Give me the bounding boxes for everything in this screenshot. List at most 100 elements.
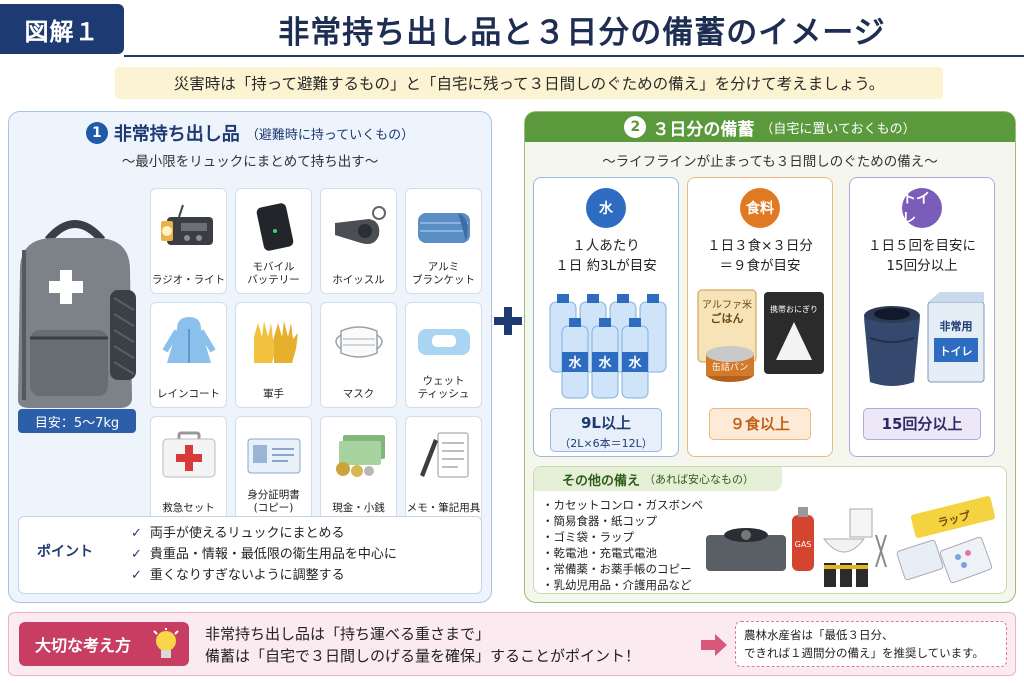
key-idea-bar: 大切な考え方 非常持ち出し品は「持ち運べる重さまで」 備蓄は「自宅で３日間しのげ…: [8, 612, 1016, 676]
government-recommendation-note: 農林水産省は「最低３日分、 できれば１週間分の備え」を推奨しています。: [735, 621, 1007, 667]
id-card-icon: [247, 438, 301, 474]
item-label: 救急セット: [162, 502, 215, 514]
panel-three-day-stock-header: 2 ３日分の備蓄 （自宅に置いておくもの）: [525, 112, 1015, 142]
item-label: 現金・小銭: [332, 502, 385, 514]
can-label: 缶詰パン: [712, 361, 748, 373]
other-supply-item: カセットコンロ・ガスボンベ: [542, 497, 704, 513]
key-idea-line: 非常持ち出し品は「持ち運べる重さまで」: [205, 625, 491, 643]
wet-tissue-icon: [418, 329, 470, 355]
other-supplies-box: その他の備え （あれば安心なもの） カセットコンロ・ガスボンベ 簡易食器・紙コッ…: [533, 466, 1007, 594]
bottle-label: 水: [568, 355, 582, 371]
gas-stove-icon: [706, 528, 786, 571]
pack-label: ごはん: [711, 311, 744, 325]
page-title: 非常持ち出し品と３日分の備蓄のイメージ: [278, 14, 886, 51]
radio-light-icon: [161, 204, 213, 245]
item-memo-pen: メモ・筆記用具: [405, 416, 482, 522]
item-radio-light: ラジオ・ライト: [150, 188, 227, 294]
gas-canister-icon: GAS: [792, 507, 814, 571]
raincoat-icon: [162, 317, 216, 363]
section-title: 非常持ち出し品: [113, 124, 240, 145]
other-supply-item: 常備薬・お薬手帳のコピー: [542, 561, 703, 577]
water-amount-value: 9L以上: [581, 414, 631, 432]
toilet-amount: 15回分以上: [863, 408, 981, 440]
points-label: ポイント: [37, 544, 93, 560]
item-raincoat: レインコート: [150, 302, 227, 408]
item-wet-tissue: ウェット ティッシュ: [405, 302, 482, 408]
blanket-icon: [418, 213, 470, 243]
pack-label: アルファ米: [702, 298, 752, 311]
other-supplies-title: その他の備え （あれば安心なもの）: [534, 467, 782, 491]
battery-icon: [256, 203, 294, 251]
key-idea-line: 備蓄は「自宅で３日間しのげる量を確保」することがポイント！: [205, 647, 641, 665]
water-badge: 水: [586, 188, 626, 228]
key-idea-label: 大切な考え方: [19, 622, 189, 666]
section-tagline: ～ライフラインが止まっても３日間しのぐための備え～: [602, 154, 938, 170]
panel-emergency-kit-header: 1 非常持ち出し品 （避難時に持っていくもの） ～最小限をリュックにまとめて持ち…: [9, 112, 491, 180]
food-badge: 食料: [740, 188, 780, 228]
medicine-icon: [896, 536, 993, 584]
weight-guide-badge: 目安：5～7kg: [18, 409, 136, 433]
bottle-label: 水: [598, 355, 612, 371]
item-label: 軍手: [263, 388, 284, 400]
key-idea-text: 非常持ち出し品は「持ち運べる重さまで」 備蓄は「自宅で３日間しのげる量を確保」す…: [205, 623, 640, 667]
water-bottles-icon: 水 水 水: [549, 294, 667, 399]
box-label: 非常用: [940, 319, 973, 333]
toilet-badge: トイレ: [902, 188, 942, 228]
whistle-icon: [335, 206, 386, 244]
section-tagline: ～最小限をリュックにまとめて持ち出す～: [121, 154, 379, 170]
tableware-icon: [822, 508, 887, 568]
point-item: 両手が使えるリュックにまとめる: [131, 523, 397, 544]
food-card: 食料 １日３食×３日分 ＝９食が目安 アルファ米 ごはん 携帯おにぎり 缶詰パン…: [687, 177, 833, 457]
item-label: メモ・筆記用具: [406, 502, 481, 514]
first-aid-icon: [162, 431, 216, 478]
item-label: ホイッスル: [332, 274, 385, 286]
item-cash: 現金・小銭: [320, 416, 397, 522]
item-mask: マスク: [320, 302, 397, 408]
point-item: 重くなりすぎないように調整する: [131, 565, 397, 586]
item-first-aid: 救急セット: [150, 416, 227, 522]
water-description: １人あたり １日 約3Lが目安: [555, 238, 657, 274]
section-title-note: （避難時に持っていくもの）: [245, 127, 415, 143]
water-amount-note: （2L×6本＝12L）: [559, 437, 653, 450]
item-alumi-blanket: アルミ ブランケット: [405, 188, 482, 294]
point-item: 貴重品・情報・最低限の衛生用品を中心に: [131, 544, 397, 565]
box-label: トイレ: [940, 345, 973, 358]
toilet-card: トイレ １日５回を目安に 15回分以上 非常用 トイレ 15回分以上: [849, 177, 995, 457]
cash-icon: [336, 435, 385, 477]
section-number-badge: 2: [624, 116, 647, 138]
item-label: ラジオ・ライト: [151, 274, 226, 286]
backpack-icon: [18, 220, 136, 408]
item-label: ウェット ティッシュ: [417, 375, 470, 400]
item-label: アルミ ブランケット: [412, 261, 475, 286]
food-amount: ９食以上: [709, 408, 811, 440]
light-bulb-icon: [153, 628, 179, 658]
key-idea-label-text: 大切な考え方: [35, 636, 132, 655]
memo-pen-icon: [420, 432, 469, 478]
other-supplies-title-note: （あれば安心なもの）: [644, 473, 755, 486]
water-amount: 9L以上 （2L×6本＝12L）: [550, 408, 662, 452]
other-supply-item: 簡易食器・紙コップ: [542, 513, 703, 529]
item-label: マスク: [342, 388, 375, 400]
portable-toilet-icon: 非常用 トイレ: [864, 292, 985, 386]
figure-label: 図解１: [0, 4, 124, 54]
other-supply-item: 乳幼児用品・介護用品など: [542, 577, 703, 593]
other-supplies-list: カセットコンロ・ガスボンベ 簡易食器・紙コップ ゴミ袋・ラップ 乾電池・充電式電…: [542, 497, 704, 593]
section-title-note: （自宅に置いておくもの）: [760, 121, 916, 137]
section-number-badge: 1: [85, 122, 108, 144]
title-rule: [124, 55, 1024, 57]
plus-icon: [494, 307, 522, 335]
food-description: １日３食×３日分 ＝９食が目安: [707, 238, 813, 274]
item-label: 身分証明書 (コピー): [247, 489, 300, 514]
toilet-description: １日５回を目安に 15回分以上: [868, 238, 976, 274]
subtitle-banner: 災害時は「持って避難するもの」と「自宅に残って３日間しのぐための備え」を分けて考…: [115, 67, 943, 99]
item-label: レインコート: [157, 388, 220, 400]
points-box: ポイント 両手が使えるリュックにまとめる 貴重品・情報・最低限の衛生用品を中心に…: [18, 516, 482, 594]
mask-icon: [335, 326, 383, 358]
other-supply-item: ゴミ袋・ラップ: [542, 529, 703, 545]
other-supplies-illustration: GAS ラップ: [706, 496, 996, 587]
plastic-wrap-icon: ラップ: [910, 496, 996, 538]
water-card: 水 １人あたり １日 約3Lが目安 水 水 水 9L以上 （2L×6本＝12L）: [533, 177, 679, 457]
item-gloves: 軍手: [235, 302, 312, 408]
gloves-icon: [254, 321, 298, 363]
arrow-right-icon: [701, 634, 727, 656]
